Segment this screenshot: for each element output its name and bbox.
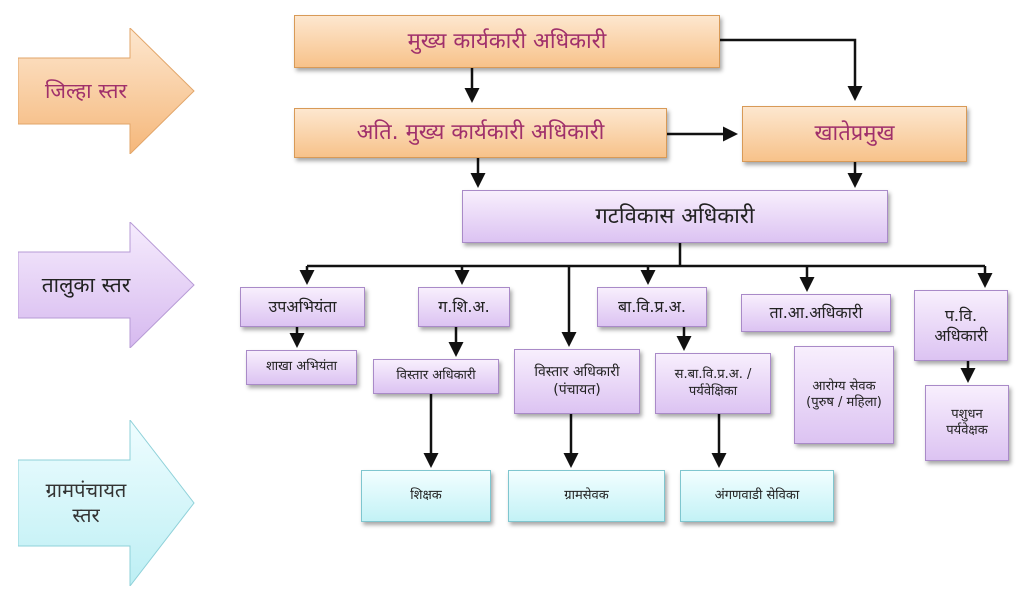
box-addl-ceo: अति. मुख्य कार्यकारी अधिकारी xyxy=(294,108,667,158)
box-taluka-health: ता.आ.अधिकारी xyxy=(741,294,891,332)
ceo-label: मुख्य कार्यकारी अधिकारी xyxy=(407,28,607,54)
deputy-engineer-label: उपअभियंता xyxy=(268,297,337,316)
addl-ceo-label: अति. मुख्य कार्यकारी अधिकारी xyxy=(356,120,605,146)
level-arrow-taluka: तालुका स्तर xyxy=(18,222,196,348)
box-animal-husbandry: पशुधन पर्यवेक्षक xyxy=(925,385,1009,461)
box-eo-panchayat: विस्तार अधिकारी (पंचायत) xyxy=(514,349,640,414)
teacher-label: शिक्षक xyxy=(410,487,442,503)
box-ceo: मुख्य कार्यकारी अधिकारी xyxy=(294,15,720,68)
district-arrow-shape xyxy=(18,28,195,154)
box-supervisor: स.बा.वि.प्र.अ. / पर्यवेक्षिका xyxy=(655,353,771,414)
box-gram-sevak: ग्रामसेवक xyxy=(508,470,665,522)
box-bavipra: बा.वि.प्र.अ. xyxy=(597,287,707,327)
box-extension-officer: विस्तार अधिकारी xyxy=(373,359,499,394)
taluka-level-label: तालुका स्तर xyxy=(41,272,131,297)
eo-panchayat-label: विस्तार अधिकारी (पंचायत) xyxy=(534,364,620,398)
anganwadi-label: अंगणवाडी सेविका xyxy=(714,487,800,503)
taluka-arrow-shape xyxy=(18,222,195,348)
bavipra-label: बा.वि.प्र.अ. xyxy=(618,297,686,316)
district-level-label: जिल्हा स्तर xyxy=(44,78,128,103)
box-health-worker: आरोग्य सेवक (पुरुष / महिला) xyxy=(794,346,894,444)
box-gsa: ग.शि.अ. xyxy=(418,287,510,327)
box-dept-head: खातेप्रमुख xyxy=(742,106,967,162)
box-vet-officer: प.वि. अधिकारी xyxy=(914,290,1008,361)
village-level-label: ग्रामपंचायत स्तर xyxy=(45,478,127,527)
box-teacher: शिक्षक xyxy=(361,470,491,522)
box-branch-engineer: शाखा अभियंता xyxy=(246,350,357,385)
branch-engineer-label: शाखा अभियंता xyxy=(265,359,338,375)
dept-head-label: खातेप्रमुख xyxy=(814,121,895,147)
level-arrow-village: ग्रामपंचायत स्तर xyxy=(18,420,196,586)
box-bdo: गटविकास अधिकारी xyxy=(462,190,888,243)
animal-husbandry-label: पशुधन पर्यवेक्षक xyxy=(946,406,988,438)
taluka-health-label: ता.आ.अधिकारी xyxy=(769,303,863,322)
box-anganwadi: अंगणवाडी सेविका xyxy=(680,470,834,522)
box-deputy-engineer: उपअभियंता xyxy=(240,287,365,327)
health-worker-label: आरोग्य सेवक (पुरुष / महिला) xyxy=(806,378,882,410)
vet-officer-label: प.वि. अधिकारी xyxy=(934,305,988,345)
village-arrow-shape xyxy=(18,420,195,586)
bdo-label: गटविकास अधिकारी xyxy=(595,203,755,229)
level-arrow-district: जिल्हा स्तर xyxy=(18,28,196,154)
arrow-ceo-to-dept-head xyxy=(720,38,863,101)
gram-sevak-label: ग्रामसेवक xyxy=(564,487,609,503)
gsa-label: ग.शि.अ. xyxy=(438,297,490,316)
supervisor-label: स.बा.वि.प्र.अ. / पर्यवेक्षिका xyxy=(674,367,752,399)
extension-officer-label: विस्तार अधिकारी xyxy=(396,368,476,384)
